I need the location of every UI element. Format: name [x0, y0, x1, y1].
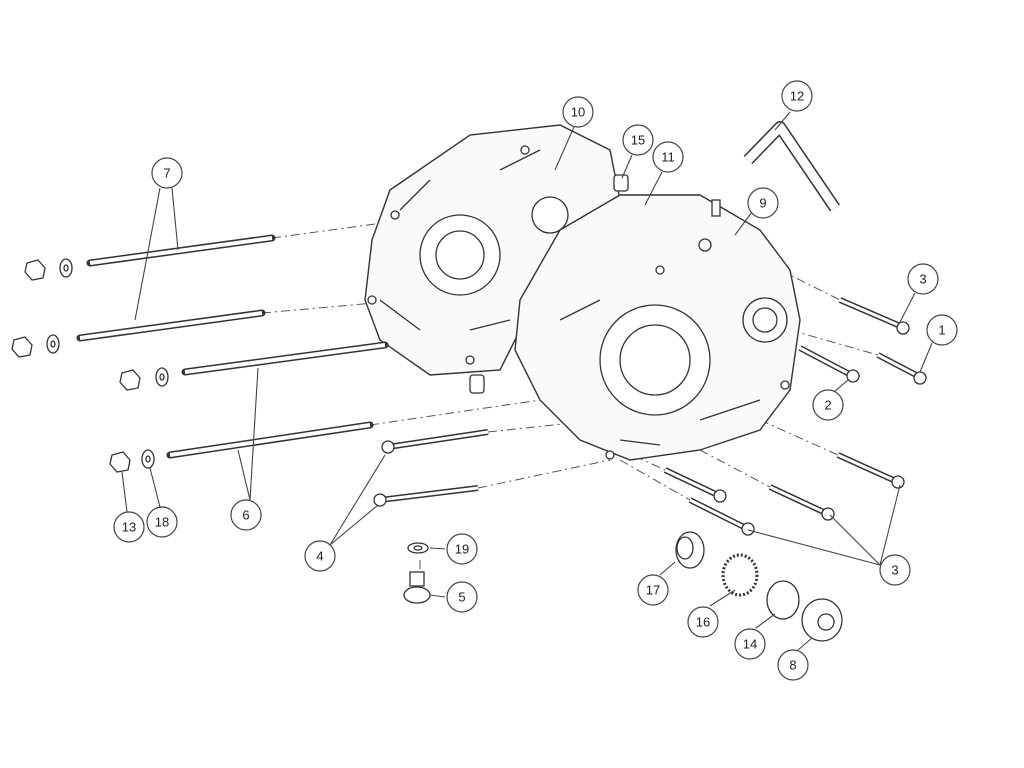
nuts [11, 259, 141, 473]
callout-5: 5 [446, 581, 478, 613]
callouts: 7 10 15 11 12 9 3 1 2 3 17 16 14 8 5 19 … [113, 80, 958, 681]
callout-12: 12 [781, 80, 813, 112]
callout-9: 9 [747, 187, 779, 219]
dowel-pin [613, 174, 629, 192]
svg-text:14: 14 [743, 637, 757, 652]
svg-text:1: 1 [938, 323, 945, 338]
callout-2: 2 [812, 389, 844, 421]
studs [76, 234, 389, 459]
svg-text:5: 5 [458, 590, 465, 605]
svg-text:13: 13 [122, 520, 136, 535]
callout-13: 13 [113, 511, 145, 543]
svg-text:7: 7 [163, 166, 170, 181]
svg-text:19: 19 [455, 542, 469, 557]
callout-10: 10 [562, 96, 594, 128]
svg-text:9: 9 [759, 196, 766, 211]
svg-text:18: 18 [155, 515, 169, 530]
leader-lines [121, 111, 933, 651]
svg-text:10: 10 [571, 105, 585, 120]
callout-17: 17 [637, 574, 669, 606]
callout-16: 16 [687, 606, 719, 638]
callout-3-upper: 3 [907, 263, 939, 295]
svg-text:16: 16 [696, 615, 710, 630]
callout-11: 11 [652, 141, 684, 173]
svg-text:15: 15 [631, 133, 645, 148]
svg-text:8: 8 [789, 658, 796, 673]
svg-text:2: 2 [824, 398, 831, 413]
washers [46, 258, 169, 469]
callout-18: 18 [146, 506, 178, 538]
callout-4: 4 [304, 540, 336, 572]
right-crankcase-half [514, 194, 801, 461]
callout-6: 6 [230, 499, 262, 531]
svg-text:11: 11 [661, 150, 675, 165]
breather-tube [743, 121, 840, 212]
left-crankcase-half [364, 124, 621, 394]
oil-strainer-parts [675, 531, 843, 642]
callout-7: 7 [151, 157, 183, 189]
callout-15: 15 [622, 124, 654, 156]
svg-text:3: 3 [919, 272, 926, 287]
callout-14: 14 [734, 628, 766, 660]
svg-text:17: 17 [646, 583, 660, 598]
callout-8: 8 [777, 649, 809, 681]
drain-plug [403, 542, 431, 604]
svg-text:6: 6 [242, 508, 249, 523]
callout-1: 1 [926, 314, 958, 346]
svg-text:4: 4 [316, 549, 323, 564]
svg-text:3: 3 [891, 563, 898, 578]
svg-text:12: 12 [790, 89, 804, 104]
callout-3-lower: 3 [879, 554, 911, 586]
callout-19: 19 [446, 533, 478, 565]
